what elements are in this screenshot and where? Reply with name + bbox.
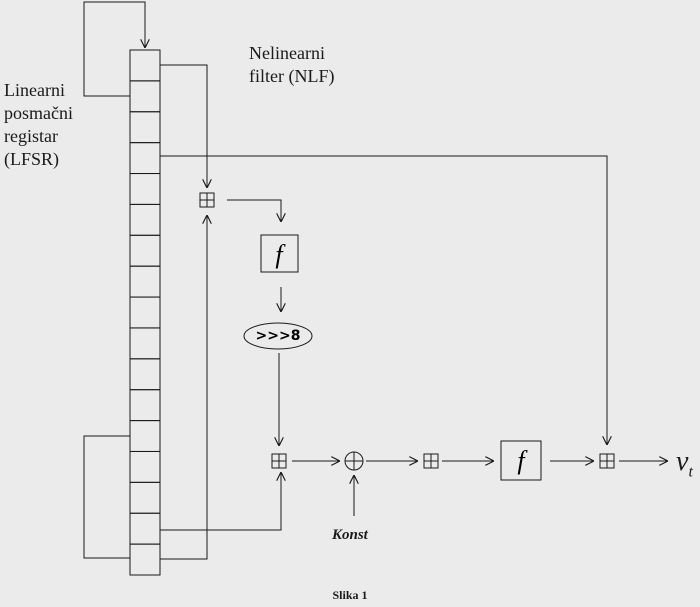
nlf-label: Nelinearni filter (NLF) [249, 43, 335, 86]
tap-line-1 [160, 64, 207, 188]
register-cell [129, 80, 161, 113]
register-cell [129, 142, 161, 175]
register-cell [129, 234, 161, 267]
figure-caption: Slika 1 [332, 588, 368, 602]
boxed-plus-icon [199, 192, 215, 208]
register-cell [129, 358, 161, 391]
register-cell [129, 327, 161, 360]
shift-label: >>>8 [255, 328, 301, 344]
boxed-plus-icon [423, 453, 439, 469]
output-subscript: t [688, 463, 693, 481]
register-cell [129, 543, 161, 576]
register-cell [129, 203, 161, 236]
register-cell [129, 111, 161, 144]
boxed-plus-icon [271, 453, 287, 469]
tap-line-2 [160, 215, 207, 560]
register-cell [129, 420, 161, 452]
flow-adder1-to-f [227, 199, 281, 222]
function-label-1: f [275, 240, 283, 269]
lfsr-label: Linearni posmačni registar (LFSR) [4, 80, 73, 169]
tap-line-4 [160, 472, 281, 531]
tap-line-3 [160, 155, 607, 445]
lfsr-register [129, 49, 161, 576]
shift-ellipse [243, 322, 313, 350]
register-cell [129, 49, 161, 82]
output-variable: v [676, 446, 689, 477]
konst-label: Konst [332, 527, 368, 543]
register-cell [129, 389, 161, 422]
output-label: vt [676, 447, 693, 488]
function-label-2: f [517, 446, 525, 475]
register-cell [129, 173, 161, 205]
circled-plus-icon [344, 451, 364, 471]
register-cell [129, 450, 161, 483]
f-box-1 [260, 234, 299, 273]
f-box-2 [500, 440, 542, 481]
feedback-line [83, 1, 145, 97]
register-cell [129, 296, 161, 329]
register-cell [129, 481, 161, 514]
register-cell [129, 265, 161, 298]
feedback-line-lower [83, 435, 130, 559]
boxed-plus-icon [599, 453, 615, 469]
register-cell [129, 512, 161, 545]
